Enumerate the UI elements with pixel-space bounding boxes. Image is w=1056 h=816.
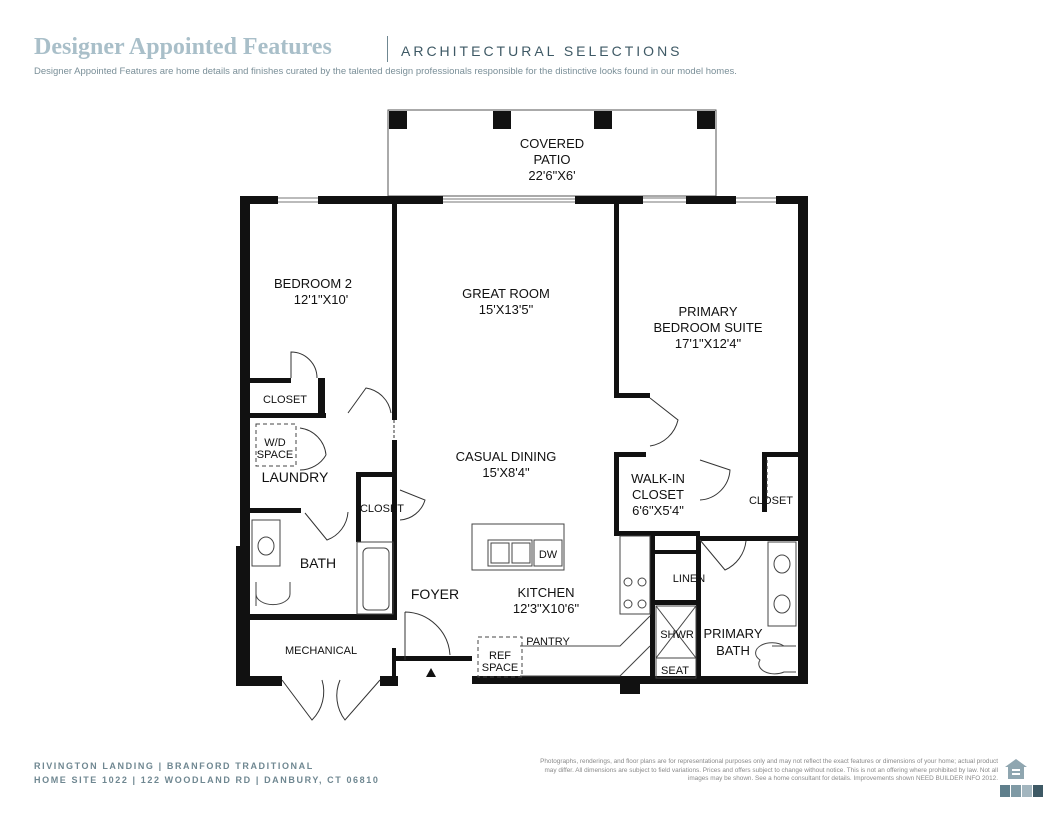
- foyer-label: FOYER: [411, 586, 459, 602]
- closet-hall-label: CLOSET: [360, 503, 404, 515]
- windows: [278, 197, 776, 203]
- primary-bath-name-1: PRIMARY: [704, 626, 763, 641]
- bedroom2-size: 12'1"X10': [294, 292, 348, 307]
- kitchen-name: KITCHEN: [517, 585, 574, 600]
- primary-bedroom-name-1: PRIMARY: [679, 304, 738, 319]
- wd-space-label-1: W/D: [264, 437, 285, 449]
- casual-dining-size: 15'X8'4": [482, 465, 530, 480]
- walk-in-closet-size: 6'6"X5'4": [632, 503, 684, 518]
- closet-bed2-label: CLOSET: [263, 394, 307, 406]
- page-title: Designer Appointed Features: [34, 34, 332, 60]
- community-line: RIVINGTON LANDING | BRANFORD TRADITIONAL: [34, 761, 314, 771]
- seat-label: SEAT: [661, 665, 689, 677]
- great-room-name: GREAT ROOM: [462, 286, 550, 301]
- shower-label: SHWR: [660, 629, 694, 641]
- entry-arrow-icon: [426, 668, 436, 677]
- covered-patio-name-2: PATIO: [533, 152, 570, 167]
- exterior-walls: [236, 196, 808, 694]
- page-subtitle: ARCHITECTURAL SELECTIONS: [401, 43, 683, 59]
- fixtures: [251, 423, 797, 679]
- legal-disclaimer: Photographs, renderings, and floor plans…: [540, 758, 998, 782]
- covered-patio-size: 22'6"X6': [528, 168, 575, 183]
- ref-space-label-1: REF: [489, 650, 511, 662]
- title-divider: [387, 36, 388, 62]
- primary-bath-name-2: BATH: [716, 643, 750, 658]
- casual-dining-name: CASUAL DINING: [456, 449, 557, 464]
- laundry-label: LAUNDRY: [262, 469, 329, 485]
- covered-patio-name-1: COVERED: [520, 136, 584, 151]
- linen-label: LINEN: [673, 573, 705, 585]
- ref-space-label-2: SPACE: [482, 662, 518, 674]
- pantry-label: PANTRY: [526, 636, 570, 648]
- walk-in-closet-name-2: CLOSET: [632, 487, 684, 502]
- room-labels: COVERED PATIO 22'6"X6' BEDROOM 2 12'1"X1…: [257, 136, 794, 677]
- mls-logo-icon: [1000, 785, 1043, 797]
- door-swings: [281, 351, 768, 721]
- dishwasher-label: DW: [539, 549, 558, 561]
- primary-bedroom-size: 17'1"X12'4": [675, 336, 742, 351]
- mechanical-label: MECHANICAL: [285, 645, 357, 657]
- covered-patio: [387, 109, 717, 197]
- equal-housing-icon: [1005, 759, 1027, 779]
- closet-primary-label: CLOSET: [749, 495, 793, 507]
- interior-walls: [246, 200, 802, 684]
- primary-bedroom-name-2: BEDROOM SUITE: [653, 320, 762, 335]
- wd-space-label-2: SPACE: [257, 449, 293, 461]
- great-room-size: 15'X13'5": [479, 302, 534, 317]
- walk-in-closet-name-1: WALK-IN: [631, 471, 685, 486]
- bedroom2-name: BEDROOM 2: [274, 276, 352, 291]
- address-line: HOME SITE 1022 | 122 WOODLAND RD | DANBU…: [34, 775, 380, 785]
- page-description: Designer Appointed Features are home det…: [34, 66, 737, 77]
- bath-label: BATH: [300, 555, 336, 571]
- kitchen-size: 12'3"X10'6": [513, 601, 580, 616]
